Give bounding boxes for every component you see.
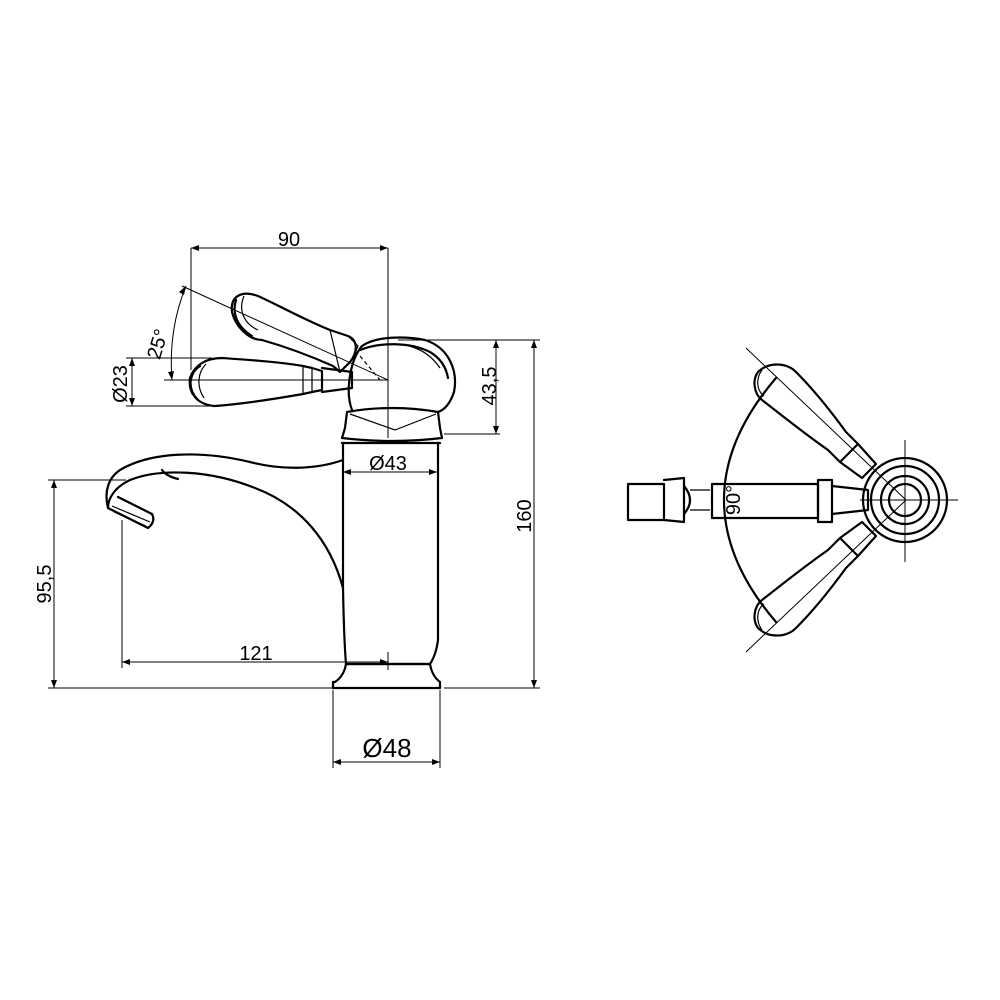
collar — [340, 406, 444, 443]
dim-label-95-5: 95,5 — [34, 565, 56, 604]
dim-label-d23: Ø23 — [110, 365, 132, 403]
dim-spout-height: 95,5 — [34, 479, 333, 689]
dim-label-90deg: 90° — [723, 485, 745, 515]
dim-handle-reach: 90 — [190, 229, 389, 438]
dim-label-160: 160 — [514, 499, 536, 532]
dim-total-height: 160 — [398, 339, 540, 689]
plan-handle-upper — [753, 363, 860, 464]
spout — [106, 471, 345, 590]
dim-label-121: 121 — [239, 643, 272, 665]
dim-base-diameter: Ø48 — [332, 690, 441, 768]
body-column — [341, 441, 440, 666]
plan-outer-ring — [861, 456, 949, 544]
lever-handle-low — [188, 356, 324, 408]
plan-spout-end — [626, 482, 666, 522]
lever-handle-high — [230, 292, 357, 374]
base-plinth — [331, 662, 442, 690]
dim-lever-height: 43,5 — [412, 339, 501, 435]
dim-label-43-5: 43,5 — [479, 367, 501, 406]
dim-handle-diameter: Ø23 — [110, 357, 212, 407]
dim-label-d48: Ø48 — [362, 733, 411, 763]
dim-spout-reach: 121 — [121, 520, 389, 670]
dim-label-25deg: 25° — [143, 327, 173, 362]
dim-body-diameter: Ø43 — [343, 453, 437, 475]
dim-label-d43: Ø43 — [369, 453, 407, 475]
rotation-arc — [722, 376, 778, 624]
dim-label-90: 90 — [278, 229, 300, 251]
plan-handle-lower — [753, 536, 860, 637]
plan-view: 90° — [626, 347, 958, 653]
